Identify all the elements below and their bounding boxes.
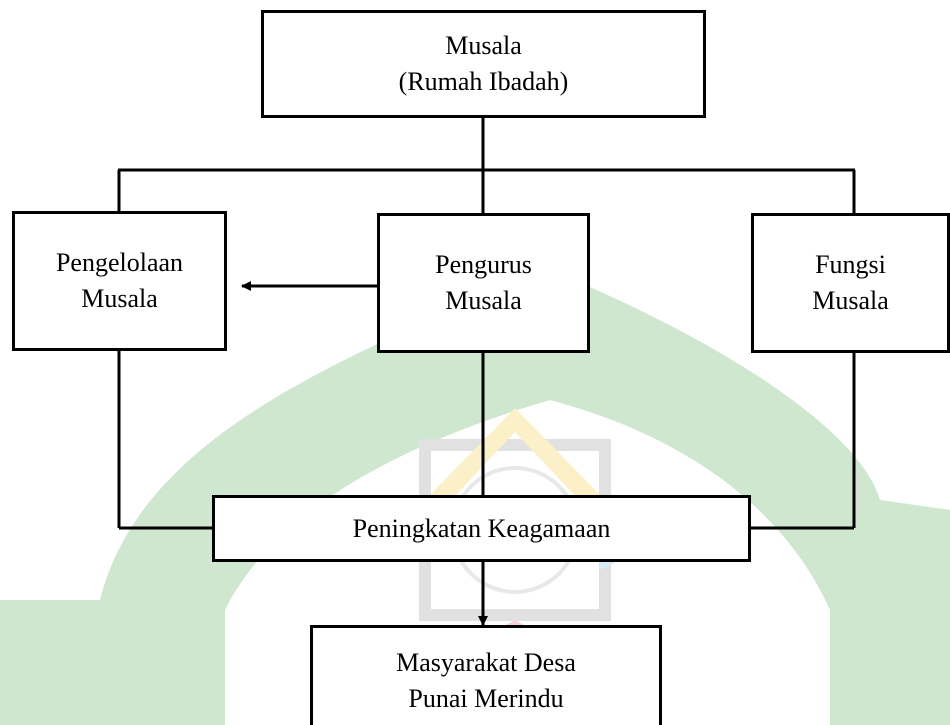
node-peningkatan-line1: Peningkatan Keagamaan — [352, 513, 611, 543]
node-pengurus: Pengurus Musala — [377, 213, 590, 353]
node-pengurus-line2: Musala — [445, 286, 522, 315]
node-masyarakat-line2: Punai Merindu — [408, 683, 564, 713]
node-musala-line1: Musala — [445, 31, 522, 60]
node-pengelolaan: Pengelolaan Musala — [12, 211, 227, 351]
node-fungsi-line2: Musala — [812, 286, 889, 315]
node-peningkatan: Peningkatan Keagamaan — [212, 495, 751, 562]
node-pengurus-line1: Pengurus — [435, 250, 532, 279]
node-masyarakat: Masyarakat Desa Punai Merindu — [310, 625, 662, 725]
node-fungsi: Fungsi Musala — [751, 213, 950, 353]
node-pengelolaan-line2: Musala — [81, 284, 158, 313]
node-musala: Musala (Rumah Ibadah) — [261, 10, 706, 118]
node-fungsi-line1: Fungsi — [815, 250, 886, 279]
connectors — [117, 117, 856, 626]
watermark-arch — [0, 270, 950, 725]
node-pengelolaan-line1: Pengelolaan — [55, 248, 184, 277]
node-masyarakat-line1: Masyarakat Desa — [396, 647, 576, 677]
node-musala-line2: (Rumah Ibadah) — [398, 67, 569, 96]
